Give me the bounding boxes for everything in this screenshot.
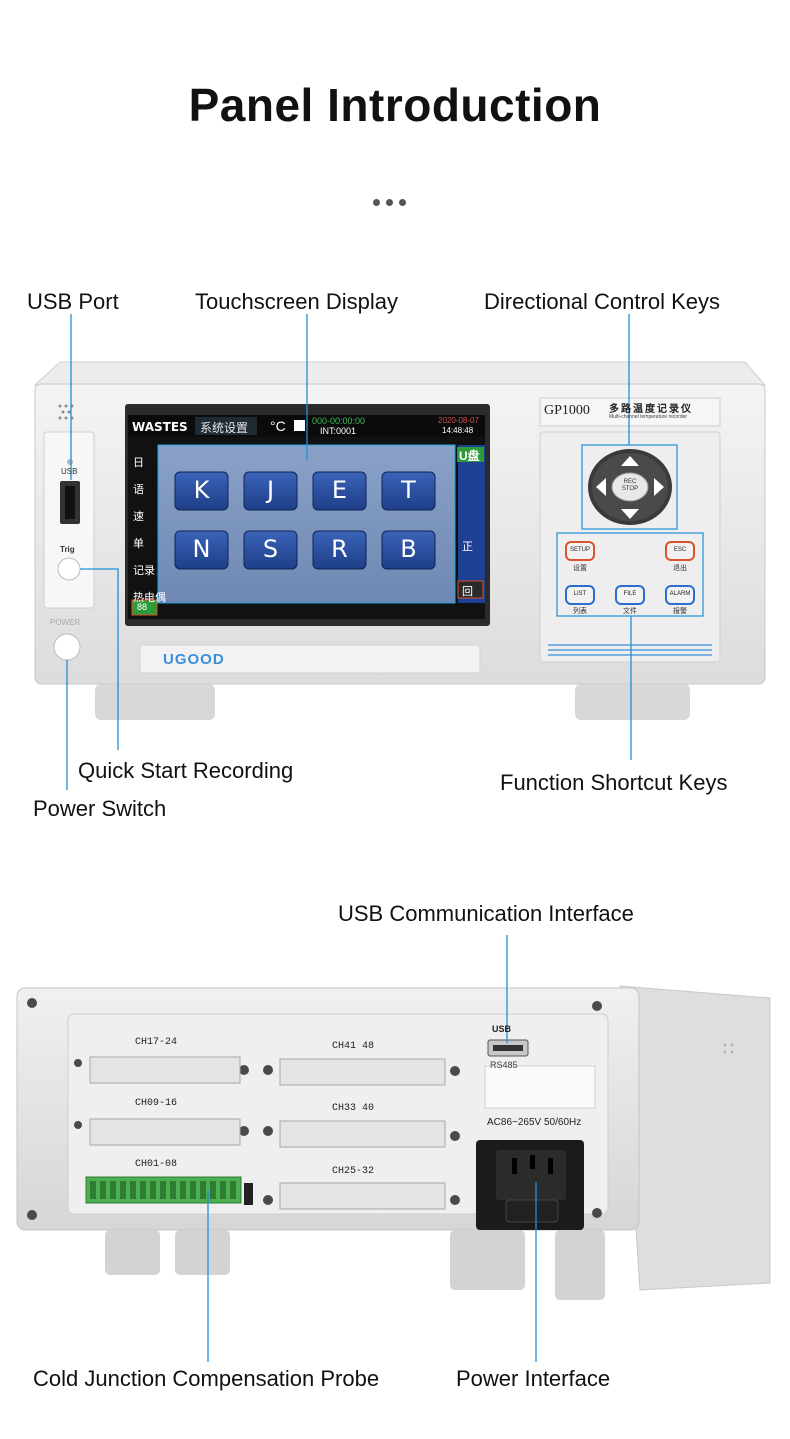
setup-key-cn: 设置	[573, 565, 587, 572]
screen-right-button: 回	[462, 586, 473, 598]
screen-side-menu: 日 语 速 单 记录 热电偶	[133, 450, 166, 612]
power-mark: POWER	[50, 618, 81, 627]
side-menu-item: 记录	[133, 565, 155, 577]
trig-mark: Trig	[60, 545, 75, 554]
alarm-key-cn: 报警	[673, 608, 687, 615]
side-menu-item: 语	[133, 484, 144, 496]
model-name: GP1000	[544, 403, 590, 418]
file-key: FILE	[623, 591, 637, 597]
front-device	[33, 361, 767, 720]
screen-bottom-button: 88	[137, 602, 148, 612]
slot-label: CH41 48	[332, 1041, 375, 1052]
usb-mark: USB	[61, 467, 78, 476]
side-menu-item: 日	[133, 457, 144, 469]
model-cn: 多路温度记录仪	[609, 404, 693, 415]
side-menu-item: 单	[133, 538, 144, 550]
touchscreen-label: Touchscreen Display	[195, 289, 398, 314]
separator-dots	[373, 193, 412, 211]
rear-leader-lines	[207, 935, 537, 1362]
screen-unit: °C	[270, 418, 286, 434]
thermocouple-key: N	[192, 535, 211, 563]
screen-date: 2020-08-07	[438, 416, 479, 425]
thermocouple-key: K	[193, 476, 210, 504]
thermocouple-key: E	[331, 476, 348, 504]
slot-label: CH01-08	[135, 1159, 178, 1170]
thermocouple-key: J	[266, 476, 275, 504]
model-subtitle: Multi-channel temperature recorder	[609, 414, 688, 420]
esc-key-cn: 退出	[673, 565, 687, 572]
screen-interval: INT:0001	[320, 426, 357, 436]
usb-port-label: USB Port	[27, 289, 119, 314]
thermocouple-key: R	[331, 535, 348, 563]
thermocouple-key: S	[262, 535, 279, 563]
cold-junction-label: Cold Junction Compensation Probe	[33, 1366, 380, 1391]
rs485-mark: RS485	[490, 1060, 518, 1070]
rec-stop-button: REC STOP	[621, 479, 639, 492]
rear-device	[16, 985, 771, 1300]
file-key-cn: 文件	[623, 608, 637, 615]
list-key-cn: 列表	[573, 608, 587, 615]
side-menu-item: 速	[133, 511, 144, 523]
usb-disk-badge: U盘	[459, 449, 480, 463]
screen-keys	[174, 471, 436, 570]
rear-usb-mark: USB	[492, 1024, 512, 1034]
screen-menu-title: 系统设置	[200, 421, 249, 435]
front-leader-lines	[66, 314, 632, 790]
power-interface-label: Power Interface	[456, 1366, 611, 1391]
thermocouple-key: T	[401, 476, 416, 504]
slot-label: CH09-16	[135, 1098, 178, 1109]
side-menu-item: 热电偶	[133, 592, 166, 604]
power-switch-label: Power Switch	[33, 796, 167, 821]
slot-label: CH25-32	[332, 1166, 375, 1177]
voltage-rating: AC86~265V 50/60Hz	[487, 1117, 582, 1128]
brand-logo: UGOOD	[163, 651, 225, 668]
list-key: LIST	[573, 591, 587, 597]
screen-logo: WASTES	[132, 420, 188, 434]
esc-key: ESC	[673, 547, 687, 553]
setup-key: SETUP	[569, 547, 590, 553]
page-title: Panel Introduction	[188, 79, 602, 131]
screen-right-button: 正	[462, 541, 473, 553]
thermocouple-key: B	[400, 535, 417, 563]
usb-comm-label: USB Communication Interface	[338, 901, 634, 926]
directional-keys-label: Directional Control Keys	[484, 289, 720, 314]
quick-start-label: Quick Start Recording	[78, 758, 294, 783]
screen-time: 14:48:48	[442, 426, 474, 435]
slot-label: CH33 40	[332, 1103, 375, 1114]
function-keys-label: Function Shortcut Keys	[500, 770, 728, 795]
slot-label: CH17-24	[135, 1037, 178, 1048]
screen-timer: 000-00:00:00	[312, 416, 366, 426]
alarm-key: ALARM	[669, 591, 691, 597]
